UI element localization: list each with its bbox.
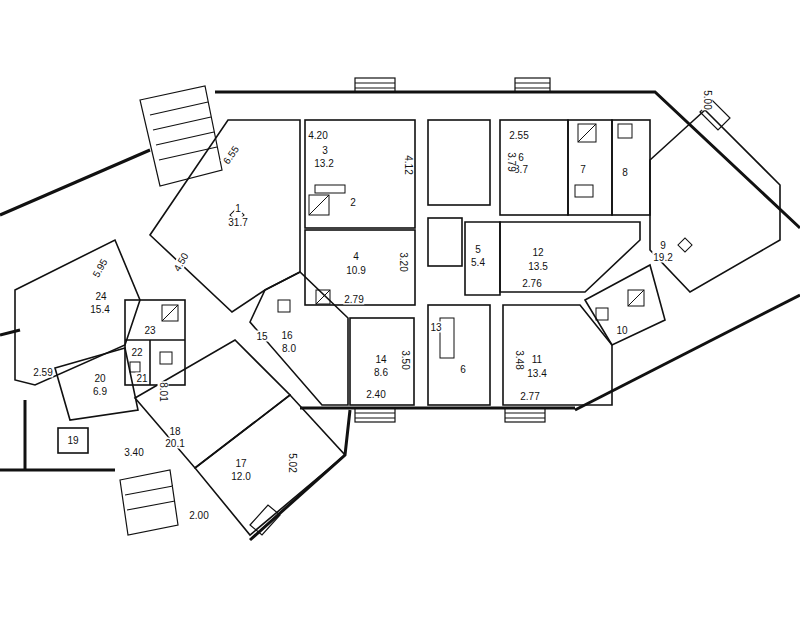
plan-label: 10.9 [345, 265, 366, 276]
plan-label: 1 [234, 203, 242, 214]
plan-label: 19.2 [652, 252, 673, 263]
stairs [120, 78, 730, 535]
plan-label: 8.6 [373, 367, 389, 378]
plan-label: 10 [615, 325, 628, 336]
plan-label: 5.02 [287, 452, 298, 473]
plan-label: 20 [93, 373, 106, 384]
plan-label: 2.76 [521, 278, 542, 289]
plan-label: 6 [459, 364, 467, 375]
plan-label: 2 [349, 197, 357, 208]
plan-label: 2.40 [365, 389, 386, 400]
plan-label: 9 [659, 240, 667, 251]
plan-label: 8.01 [158, 381, 169, 402]
plan-label: 13.2 [313, 158, 334, 169]
plan-label: 31.7 [227, 217, 248, 228]
outer-walls [0, 92, 800, 540]
plan-label: 12 [531, 247, 544, 258]
plan-label: 15 [255, 331, 268, 342]
plan-label: 14 [374, 354, 387, 365]
plan-label: 5.4 [470, 257, 486, 268]
plan-label: 15.4 [89, 304, 110, 315]
plan-label: 2.59 [32, 367, 53, 378]
plan-label: 13 [429, 322, 442, 333]
plan-label: 5 [474, 244, 482, 255]
plan-label: 4 [352, 251, 360, 262]
plan-label: 2.79 [343, 294, 364, 305]
plan-label: 3.50 [400, 349, 411, 370]
plan-label: 3.48 [514, 349, 525, 370]
plan-label: 6 [517, 152, 525, 163]
plan-label: 2.77 [519, 391, 540, 402]
plan-label: 22 [130, 347, 143, 358]
plan-label: 20.1 [164, 438, 185, 449]
plan-label: 8.0 [281, 343, 297, 354]
plan-label: 12.0 [230, 471, 251, 482]
plan-label: 6.9 [92, 386, 108, 397]
plan-label: 3.79 [506, 151, 517, 172]
plan-label: 13.5 [527, 261, 548, 272]
plan-label: 19 [66, 435, 79, 446]
plan-label: 4.20 [307, 130, 328, 141]
plan-label: 18 [168, 426, 181, 437]
plan-label: 13.4 [526, 368, 547, 379]
plan-label: 16 [280, 330, 293, 341]
plan-label: 3.40 [123, 447, 144, 458]
plan-label: 17 [234, 458, 247, 469]
plan-label: 4.50 [171, 250, 191, 274]
plan-label: 5.95 [90, 256, 110, 280]
plan-label: 4.12 [403, 154, 414, 175]
fixtures [130, 124, 692, 372]
plan-label: 21 [135, 373, 148, 384]
plan-label: 2.55 [508, 130, 529, 141]
plan-label: 7 [579, 164, 587, 175]
plan-label: 5.00 [702, 89, 713, 110]
plan-label: 3 [321, 145, 329, 156]
plan-label: 6.55 [220, 143, 241, 167]
plan-label: 8 [621, 167, 629, 178]
plan-label: 11 [531, 354, 543, 365]
plan-label: 23 [143, 325, 156, 336]
plan-label: 2.00 [188, 510, 209, 521]
room-walls [15, 110, 780, 535]
plan-label: 24 [94, 291, 107, 302]
plan-label: 3.20 [398, 251, 409, 272]
